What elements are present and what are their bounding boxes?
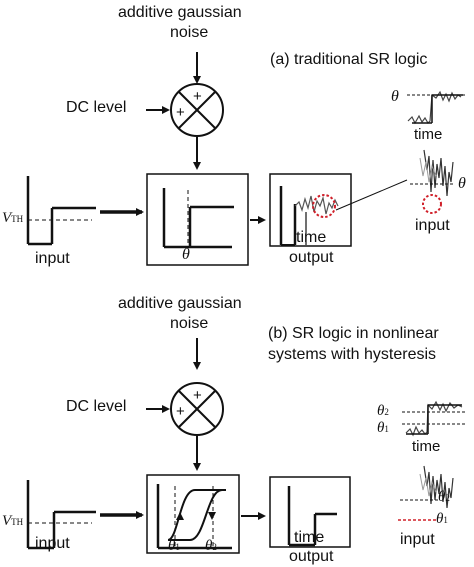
panel-a-title: (a) traditional SR logic bbox=[270, 51, 428, 68]
vth-label-a: VTH bbox=[2, 210, 24, 226]
panel-b-title-line1: (b) SR logic in nonlinear bbox=[268, 325, 439, 342]
output-box-b bbox=[269, 476, 351, 548]
inset-time-a: time bbox=[414, 126, 443, 143]
mixer-plus-top-b: + bbox=[193, 387, 202, 404]
inset-input-b: input bbox=[400, 531, 435, 548]
mixer-plus-top-a: + bbox=[193, 88, 202, 105]
inset2-theta1-label-b: θ1 bbox=[436, 511, 448, 527]
threshold-theta-a: θ bbox=[182, 246, 190, 263]
theta1-label-b: θ1 bbox=[168, 538, 180, 554]
mixer-plus-left-b: + bbox=[176, 403, 185, 420]
noise-label-line1-b: additive gaussian bbox=[118, 295, 242, 312]
input-label-b: input bbox=[35, 535, 70, 552]
dc-level-label-b: DC level bbox=[66, 398, 127, 415]
inset-theta-side-a: θ bbox=[458, 175, 466, 192]
input-label-a: input bbox=[35, 250, 70, 267]
output-box-a bbox=[269, 173, 352, 247]
input-signal-a bbox=[26, 176, 96, 246]
vth-label-b: VTH bbox=[2, 513, 24, 529]
hysteresis-function-b bbox=[156, 484, 232, 550]
inset2-theta2-label-b: θ2 bbox=[438, 489, 450, 505]
output-signal-b bbox=[287, 486, 337, 547]
inset-time-b: time bbox=[412, 438, 441, 455]
panel-a-graphics bbox=[26, 52, 466, 266]
noise-label-line2-a: noise bbox=[170, 24, 209, 41]
inset-leader-a bbox=[335, 179, 408, 211]
noise-label-line2-b: noise bbox=[170, 315, 209, 332]
input-signal-b bbox=[26, 480, 96, 550]
inset-input-a: input bbox=[415, 217, 450, 234]
mixer-plus-left-a: + bbox=[176, 104, 185, 121]
panel-b-graphics bbox=[26, 338, 466, 554]
inset-theta2-label-b: θ2 bbox=[377, 403, 389, 419]
inset-threshold-trace-b bbox=[402, 400, 466, 437]
output-label-a: output bbox=[289, 249, 334, 266]
inset-threshold-trace-a bbox=[407, 90, 466, 125]
mixer-a bbox=[170, 83, 224, 137]
threshold-function-a bbox=[162, 188, 234, 249]
mixer-b bbox=[170, 382, 224, 436]
inset-theta1-label-b: θ1 bbox=[377, 420, 389, 436]
theta2-label-b: θ2 bbox=[205, 538, 217, 554]
hysteresis-box-b bbox=[146, 474, 240, 554]
time-label-a: time bbox=[296, 229, 327, 246]
inset-noise-closeup-a bbox=[410, 149, 454, 214]
threshold-box-a bbox=[146, 173, 249, 266]
dc-level-label-a: DC level bbox=[66, 99, 127, 116]
noise-label-line1-a: additive gaussian bbox=[118, 4, 242, 21]
inset-noise-closeup-b bbox=[398, 465, 454, 521]
output-label-b: output bbox=[289, 548, 334, 565]
inset-theta-top-a: θ bbox=[391, 88, 399, 105]
panel-b-title-line2: systems with hysteresis bbox=[268, 346, 437, 363]
output-signal-a bbox=[279, 186, 339, 246]
time-label-b: time bbox=[294, 529, 325, 546]
